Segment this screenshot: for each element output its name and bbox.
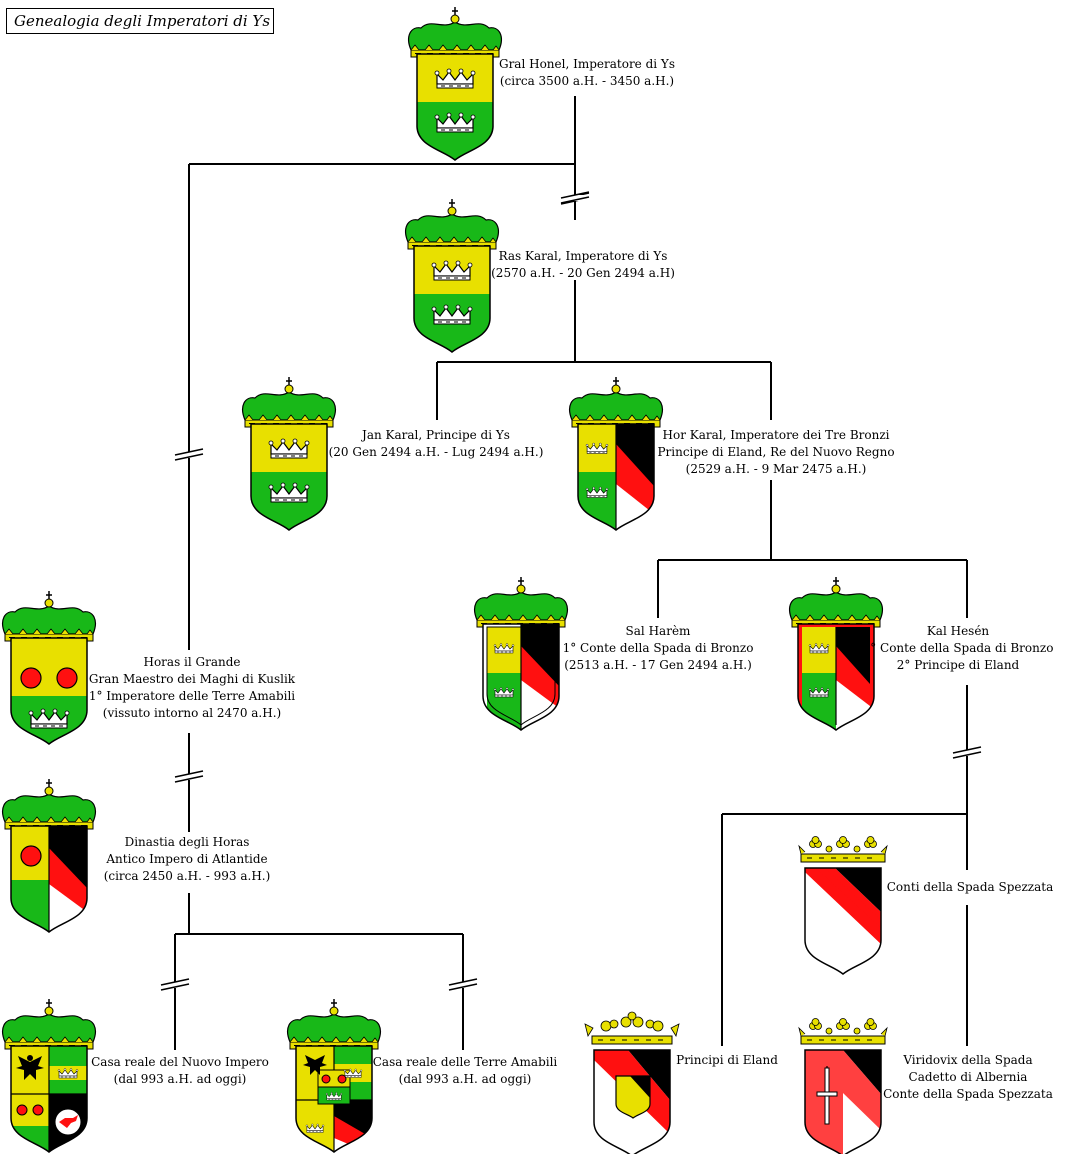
title-line: Principe di Eland, Re del Nuovo Regno — [657, 445, 895, 459]
break-mark — [952, 746, 982, 759]
name-line: Principi di Eland — [676, 1053, 778, 1067]
dates-line: (20 Gen 2494 a.H. - Lug 2494 a.H.) — [328, 445, 544, 459]
person-label-hor-karal: Hor Karal, Imperatore dei Tre Bronzi Pri… — [657, 427, 894, 478]
person-label-gral-honel: Gral Honel, Imperatore di Ys (circa 3500… — [499, 56, 675, 90]
coat-of-arms-ras-karal — [404, 198, 500, 353]
coat-of-arms-viridovix — [798, 1018, 888, 1154]
person-label-horas: Horas il Grande Gran Maestro dei Maghi d… — [89, 654, 295, 722]
coat-of-arms-spada-spezzata — [798, 836, 888, 975]
dates-line: (dal 993 a.H. ad oggi) — [398, 1072, 532, 1086]
person-label-dinastia-horas: Dinastia degli Horas Antico Impero di At… — [104, 834, 271, 885]
dates-line: (circa 3500 a.H. - 3450 a.H.) — [499, 74, 675, 88]
coat-of-arms-principi-eland — [584, 1011, 680, 1154]
dates-line: (2570 a.H. - 20 Gen 2494 a.H) — [491, 266, 675, 280]
title-line: Antico Impero di Atlantide — [106, 852, 268, 866]
name-line: Ras Karal, Imperatore di Ys — [498, 249, 668, 263]
title-line: 2° Principe di Eland — [896, 658, 1020, 672]
coat-of-arms-hor-karal — [568, 376, 664, 531]
dates-line: (dal 993 a.H. ad oggi) — [113, 1072, 247, 1086]
title-line: Conte della Spada Spezzata — [883, 1087, 1053, 1101]
person-label-viridovix: Viridovix della Spada Cadetto di Alberni… — [883, 1052, 1053, 1103]
person-label-sal-harem: Sal Harèm 1° Conte della Spada di Bronzo… — [563, 623, 754, 674]
name-line: Horas il Grande — [143, 655, 241, 669]
name-line: Jan Karal, Principe di Ys — [362, 428, 510, 442]
coat-of-arms-dinastia-horas — [1, 778, 97, 933]
name-line: Viridovix della Spada — [903, 1053, 1033, 1067]
title-line: 2° Conte della Spada di Bronzo — [862, 641, 1054, 655]
coat-of-arms-sal-harem — [473, 576, 569, 731]
dates-line: (vissuto intorno al 2470 a.H.) — [102, 706, 282, 720]
coat-of-arms-gral-honel — [407, 6, 503, 161]
name-line: Casa reale del Nuovo Impero — [91, 1055, 269, 1069]
dates-line: (circa 2450 a.H. - 993 a.H.) — [103, 869, 271, 883]
title-line: Gran Maestro dei Maghi di Kuslik — [88, 672, 296, 686]
person-label-principi-eland: Principi di Eland — [676, 1052, 778, 1069]
coat-of-arms-kal-hesen — [788, 576, 884, 731]
person-label-spada-spezzata: Conti della Spada Spezzata — [887, 879, 1054, 896]
person-label-ras-karal: Ras Karal, Imperatore di Ys (2570 a.H. -… — [491, 248, 675, 282]
break-mark — [174, 770, 204, 783]
person-label-kal-hesen: Kal Hesén 2° Conte della Spada di Bronzo… — [863, 623, 1054, 674]
coat-of-arms-terre-amabili — [286, 998, 382, 1153]
coat-of-arms-horas — [1, 590, 97, 745]
name-line: Dinastia degli Horas — [124, 835, 250, 849]
coat-of-arms-jan-karal — [241, 376, 337, 531]
break-mark — [174, 448, 204, 461]
generation-break-marks — [160, 191, 982, 991]
dates-line: (2513 a.H. - 17 Gen 2494 a.H.) — [564, 658, 752, 672]
person-label-terre-amabili: Casa reale delle Terre Amabili (dal 993 … — [373, 1054, 558, 1088]
title-line: Cadetto di Albernia — [908, 1070, 1028, 1084]
break-mark — [560, 191, 590, 205]
name-line: Kal Hesén — [926, 624, 990, 638]
title-line: 1° Imperatore delle Terre Amabili — [88, 689, 296, 703]
chart-title: Genealogia degli Imperatori di Ys — [6, 8, 274, 34]
coat-of-arms-nuovo-impero — [1, 998, 97, 1153]
break-mark — [160, 978, 190, 991]
name-line: Casa reale delle Terre Amabili — [372, 1055, 558, 1069]
dates-line: (2529 a.H. - 9 Mar 2475 a.H.) — [685, 462, 867, 476]
person-label-jan-karal: Jan Karal, Principe di Ys (20 Gen 2494 a… — [329, 427, 544, 461]
title-line: 1° Conte della Spada di Bronzo — [562, 641, 754, 655]
break-mark — [448, 978, 478, 991]
name-line: Sal Harèm — [625, 624, 691, 638]
name-line: Hor Karal, Imperatore dei Tre Bronzi — [662, 428, 890, 442]
name-line: Conti della Spada Spezzata — [886, 880, 1054, 894]
name-line: Gral Honel, Imperatore di Ys — [498, 57, 676, 71]
person-label-nuovo-impero: Casa reale del Nuovo Impero (dal 993 a.H… — [91, 1054, 269, 1088]
